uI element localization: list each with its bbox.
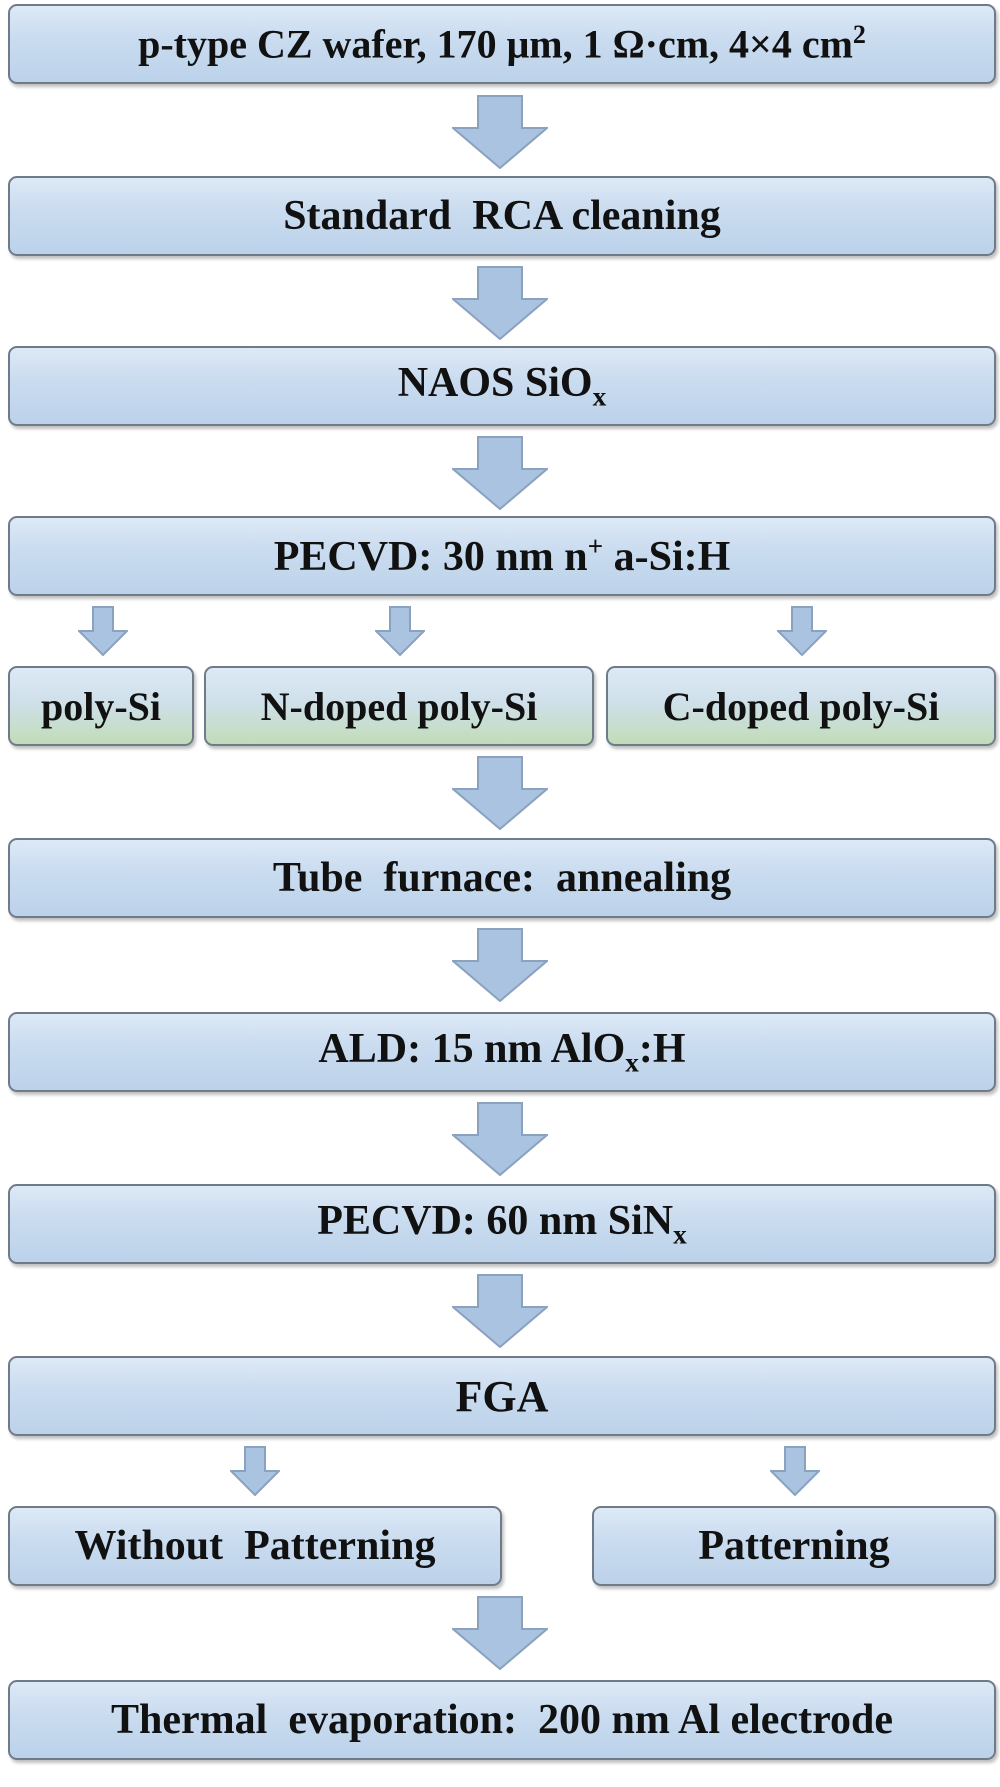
branch-c-doped-poly-si-label: C-doped poly-Si — [662, 683, 940, 729]
step-wafer-text: p-type CZ wafer, 170 μm, 1 Ω·cm, 4×4 cm — [138, 21, 853, 67]
step-ald: ALD: 15 nm AlOx:H — [8, 1012, 996, 1092]
step-pecvd-sinx-sub: x — [673, 1219, 687, 1250]
step-ald-pre: ALD: 15 nm AlO — [318, 1026, 626, 1073]
step-naos-sub: x — [592, 381, 607, 412]
branch-patterning: Patterning — [592, 1506, 996, 1586]
step-pecvd-asi: PECVD: 30 nm n+ a-Si:H — [8, 516, 996, 596]
arrow-down — [452, 756, 548, 830]
arrow-down-small — [770, 1446, 820, 1496]
branch-without-patterning-label: Without Patterning — [74, 1523, 436, 1569]
step-naos: NAOS SiOx — [8, 346, 996, 426]
arrow-down — [452, 95, 548, 169]
branch-without-patterning: Without Patterning — [8, 1506, 502, 1586]
step-tube-furnace: Tube furnace: annealing — [8, 838, 996, 918]
step-fga-label: FGA — [455, 1371, 549, 1421]
arrow-down — [452, 1596, 548, 1670]
branch-poly-si-label: poly-Si — [40, 683, 162, 729]
step-thermal-evaporation: Thermal evaporation: 200 nm Al electrode — [8, 1680, 996, 1760]
arrow-down — [452, 266, 548, 340]
branch-patterning-label: Patterning — [698, 1523, 890, 1569]
step-pecvd-asi-post: a-Si:H — [603, 534, 731, 580]
arrow-down — [452, 436, 548, 510]
step-wafer: p-type CZ wafer, 170 μm, 1 Ω·cm, 4×4 cm2 — [8, 4, 996, 84]
step-pecvd-sinx: PECVD: 60 nm SiNx — [8, 1184, 996, 1264]
step-wafer-sup: 2 — [852, 20, 866, 50]
step-rca-cleaning-label: Standard RCA cleaning — [283, 193, 721, 239]
arrow-down-small — [777, 606, 827, 656]
step-fga: FGA — [8, 1356, 996, 1436]
step-naos-text: NAOS SiO — [397, 360, 593, 407]
branch-n-doped-poly-si: N-doped poly-Si — [204, 666, 594, 746]
step-rca-cleaning: Standard RCA cleaning — [8, 176, 996, 256]
step-pecvd-asi-pre: PECVD: 30 nm n — [273, 534, 588, 580]
arrow-down-small — [230, 1446, 280, 1496]
step-pecvd-asi-sup: + — [587, 531, 604, 561]
arrow-down — [452, 1102, 548, 1176]
step-pecvd-sinx-text: PECVD: 60 nm SiN — [317, 1198, 674, 1245]
step-ald-sub: x — [625, 1047, 639, 1078]
branch-poly-si: poly-Si — [8, 666, 194, 746]
arrow-down-small — [375, 606, 425, 656]
branch-c-doped-poly-si: C-doped poly-Si — [606, 666, 996, 746]
arrow-down — [452, 1274, 548, 1348]
arrow-down — [452, 928, 548, 1002]
step-ald-post: :H — [638, 1026, 686, 1073]
arrow-down-small — [78, 606, 128, 656]
step-thermal-evaporation-label: Thermal evaporation: 200 nm Al electrode — [111, 1697, 893, 1743]
branch-n-doped-poly-si-label: N-doped poly-Si — [260, 683, 538, 729]
step-tube-furnace-label: Tube furnace: annealing — [272, 855, 732, 901]
